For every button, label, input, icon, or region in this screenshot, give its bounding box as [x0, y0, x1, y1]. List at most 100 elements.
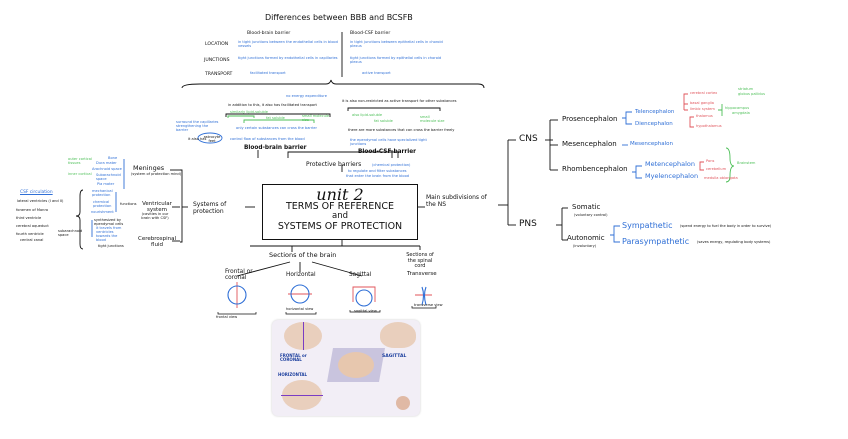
- thalamus: thalamus: [696, 114, 713, 118]
- cerebellum: cerebellum: [706, 167, 727, 171]
- parasympathetic-note: (saves energy, regulating body systems): [697, 240, 771, 244]
- bbb-green-3: small molecule size: [302, 114, 330, 122]
- csf-step-5: fourth ventricle: [16, 232, 44, 236]
- photo-label-horizontal: HORIZONTAL: [278, 372, 308, 377]
- sagittal-brain-image: [380, 322, 416, 348]
- csf-step-2: foramen of Monro: [16, 208, 49, 212]
- bbb-green-2: fat soluble: [266, 116, 285, 120]
- rhombencephalon-label: Rhombencephalon: [562, 165, 628, 173]
- limbic-system: limbic system: [690, 107, 715, 111]
- sympathetic-note: (spend energy to fuel the body in order …: [680, 224, 772, 228]
- protective-note-2: to regulate and filter substances: [348, 169, 407, 173]
- mesencephalon-label: Mesencephalon: [562, 140, 617, 148]
- unit-line-2: and: [332, 211, 348, 221]
- section-frontal-label: Frontal or coronal: [225, 269, 253, 281]
- brainstem-label: Brainstem: [737, 161, 756, 165]
- amygdala: amygdala: [732, 111, 750, 115]
- bcsfb-note: it is also non-restricted as active tran…: [342, 99, 457, 103]
- meninges-green-1: outer cortical tissues: [68, 157, 92, 165]
- bbb-green-1: similarly lipid-soluble: [230, 110, 269, 114]
- meninges-item-pia: Pia mater: [97, 182, 115, 186]
- parasympathetic-label: Parasympathetic: [622, 237, 690, 246]
- csf-step-6: central canal: [20, 238, 44, 242]
- ventricular-system-label: Ventricular system: [142, 201, 172, 214]
- transverse-view-label: transverse view: [414, 303, 443, 307]
- ventricular-functions: functions: [120, 202, 137, 206]
- csf-item-3: tight junctions: [98, 244, 124, 248]
- cell-bbb-junctions: tight junctions formed by endothelial ce…: [238, 56, 338, 60]
- hypothalamus: hypothalamus: [696, 124, 722, 128]
- telencephalon-label: Telencephalon: [635, 109, 675, 115]
- page-title: Differences between BBB and BCSFB: [265, 13, 413, 22]
- csf-item-2: it travels from ventricles towards the b…: [96, 226, 122, 242]
- protective-note-3: that enter the brain from the blood: [346, 174, 410, 178]
- bbb-energy-note: no energy expenditure: [286, 94, 327, 98]
- bbb-left-note: surround the capillaries strengthening t…: [176, 120, 219, 132]
- bcsfb-label: Blood-CSF barrier: [358, 149, 416, 155]
- ventricular-item-nourishment: nourishment: [91, 210, 114, 214]
- ventricular-item-mechanical: mechanical protection: [92, 189, 113, 197]
- csf-step-1: lateral ventricles (I and II): [17, 199, 64, 203]
- meninges-sub: (system of protection mind): [131, 172, 182, 176]
- bcsfb-green-1: also lipid-soluble: [352, 113, 383, 117]
- csf-step-3: third ventricle: [16, 216, 42, 220]
- meninges-item-arachnoid: Arachnoid space: [92, 167, 122, 171]
- ns-subdivisions-label: Main subdivisions of the NS: [426, 194, 487, 208]
- diencephalon-label: Diencephalon: [635, 121, 673, 127]
- bcsfb-blue-1: the ependymal cells have specialized tig…: [350, 138, 427, 146]
- sections-spinal-label: Sections of the spinal cord: [406, 252, 434, 269]
- horizontal-view-label: horizontal view: [286, 307, 314, 311]
- table-header-bbb: Blood-brain barrier: [247, 31, 291, 36]
- meninges-item-subarachnoid: Subarachnoid space: [96, 173, 121, 181]
- row-label-junctions: JUNCTIONS: [204, 58, 230, 63]
- autonomic-sub: (involuntary): [573, 244, 597, 248]
- somatic-sub: (voluntary control): [574, 213, 608, 217]
- sympathetic-label: Sympathetic: [622, 221, 673, 230]
- cns-label: CNS: [519, 134, 538, 144]
- spinal-cord-image: [396, 396, 410, 410]
- cell-bcsfb-location: in tight junctions between epithelial ce…: [350, 40, 443, 48]
- medulla-oblongata: medulla oblongata: [704, 176, 738, 180]
- bbb-label: Blood-brain barrier: [244, 145, 307, 151]
- protective-note-1: (chemical protection): [372, 163, 411, 167]
- pns-label: PNS: [519, 219, 537, 229]
- somatic-label: Somatic: [572, 203, 601, 211]
- csf-side-note: subarachnoid space: [58, 229, 83, 237]
- cell-bcsfb-transport: active transport: [362, 71, 391, 75]
- sagittal-view-label: sagittal view: [354, 309, 377, 313]
- unit-number: unit 2: [316, 185, 364, 204]
- basal-ganglia: basal ganglia: [690, 101, 714, 105]
- csf-label: Cerebrospinal fluid: [138, 236, 177, 249]
- autonomic-label: Autonomic: [567, 234, 605, 242]
- csf-circulation-title: CSF circulation: [20, 190, 53, 195]
- prosencephalon-label: Prosencephalon: [562, 115, 618, 123]
- pons: Pons: [706, 159, 715, 163]
- photo-label-sagittal: SAGITTAL: [382, 354, 407, 359]
- bcsfb-black-1: there are more substances that can cross…: [348, 128, 455, 132]
- meninges-item-dura: Dura mater: [96, 161, 117, 165]
- meninges-item-bone: Bone: [108, 156, 118, 160]
- bcsfb-green-2: fat soluble: [374, 119, 393, 123]
- section-sagittal-label: Sagittal: [349, 272, 372, 278]
- bbb-addition-note: in addition to this, it also has facilit…: [228, 103, 317, 107]
- meninges-label: Meninges: [133, 164, 165, 172]
- transverse-label: Transverse: [407, 271, 437, 277]
- cerebral-cortex: cerebral cortex: [690, 91, 718, 95]
- unit-title-box: unit 2 TERMS OF REFERENCE and SYSTEMS OF…: [262, 184, 418, 240]
- table-header-bcsfb: Blood-CSF barrier: [350, 31, 391, 36]
- mesencephalon-sub-label: Mesencephalon: [630, 141, 673, 147]
- striatum: striatum: [738, 87, 754, 91]
- hippocampus: hippocampus: [725, 106, 750, 110]
- bcsfb-green-3: small molecule size: [420, 115, 445, 123]
- row-label-transport: TRANSPORT: [205, 72, 233, 77]
- bbb-blue-2: control flow of substances from the bloo…: [230, 137, 305, 141]
- frontal-view-label: frontal view: [216, 315, 238, 319]
- cell-bcsfb-junctions: tight junctions formed by epithelial cel…: [350, 56, 442, 64]
- bbb-also-has: it also has: [188, 137, 207, 141]
- myelencephalon-label: Myelencephalon: [645, 172, 699, 180]
- section-horizontal-label: Horizontal: [286, 272, 316, 278]
- row-label-location: LOCATION: [205, 42, 229, 47]
- unit-line-1: TERMS OF REFERENCE: [285, 201, 395, 212]
- metencephalon-label: Metencephalon: [645, 160, 695, 168]
